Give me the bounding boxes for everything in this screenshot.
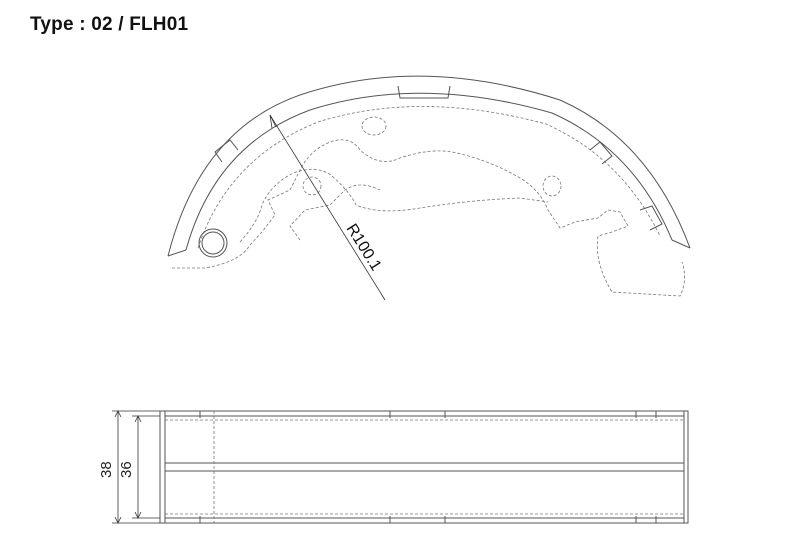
lining-inner-arc — [185, 92, 673, 251]
lining-right-end — [671, 239, 691, 249]
anchor-hole — [201, 231, 225, 255]
shoe-web-inner — [239, 168, 549, 243]
upper-slot — [361, 116, 387, 136]
dim-38-arrows — [114, 410, 122, 524]
right-tab — [589, 141, 613, 165]
dim-36-arrows — [134, 415, 142, 519]
radius-leader — [269, 114, 386, 301]
page-title: Type : 02 / FLH01 — [30, 14, 189, 35]
brake-shoe-top-view: R100.1 — [167, 75, 691, 301]
radius-arrowhead — [269, 114, 277, 129]
dim-38-label: 38 — [98, 461, 115, 478]
left-tab — [214, 139, 239, 163]
dim-36-label: 36 — [118, 461, 135, 478]
right-hole — [542, 175, 562, 197]
side-outer-rect — [159, 410, 689, 524]
center-hole — [302, 176, 322, 196]
shoe-web-rib — [289, 184, 381, 241]
lining-outer-arc — [167, 75, 691, 257]
right-end-tab — [639, 205, 663, 231]
lining-left-end — [167, 249, 187, 257]
web-band — [164, 462, 685, 472]
side-ticks — [199, 411, 657, 523]
lining-dashed-arc — [197, 106, 661, 249]
shoe-web — [172, 139, 685, 297]
anchor-hole-outline — [198, 228, 228, 258]
brake-shoe-side-view: 38 36 — [98, 410, 689, 524]
top-notch — [397, 85, 451, 99]
